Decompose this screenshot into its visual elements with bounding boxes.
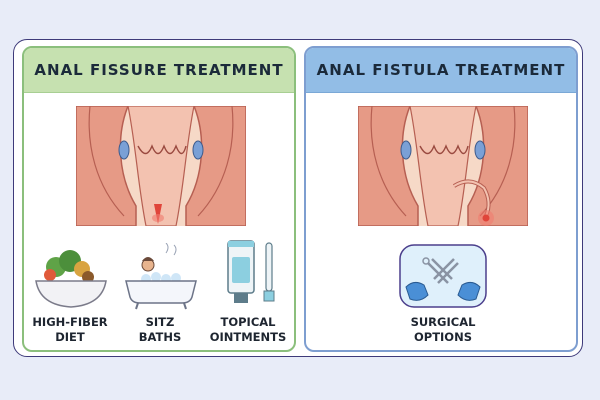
topical-ointments-label: TOPICAL OINTMENTS [209,315,287,344]
surgical-options-label: SURGICAL OPTIONS [410,315,476,344]
ointment-tube-icon [227,240,275,303]
vegetable-bowl-icon [35,250,107,308]
fistula-treatment-panel: ANAL FISTULA TREATMENT SURGICAL OPTIONS [304,46,578,352]
anal-fissure-anatomy-illustration [76,106,246,226]
bathtub-icon [125,243,197,310]
sitz-baths-label: SITZ BATHS [138,315,182,344]
anal-fistula-anatomy-illustration [358,106,528,226]
fistula-panel-title: ANAL FISTULA TREATMENT [306,48,576,93]
fissure-treatment-panel: ANAL FISSURE TREATMENT [22,46,296,352]
high-fiber-diet-label: HIGH-FIBER DIET [32,315,108,344]
fissure-panel-title: ANAL FISSURE TREATMENT [24,48,294,93]
surgical-instruments-icon [399,244,487,308]
